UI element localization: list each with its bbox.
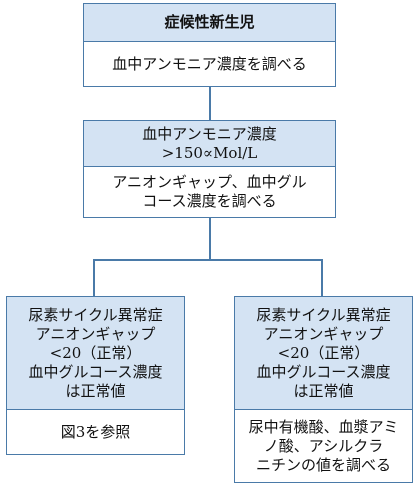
box-left-body-text: 図3を参照	[60, 422, 131, 441]
box-right-body-line-2: ノ酸、アシルクラ	[263, 436, 384, 455]
connector-2-branch-vertical	[209, 218, 211, 260]
box2-header-line-1: 血中アンモニア濃度	[142, 124, 277, 143]
box-right-header-line-1: 尿素サイクル異常症	[256, 305, 391, 324]
box1-body-text: 血中アンモニア濃度を調べる	[112, 54, 307, 73]
box-left-body: 図3を参照	[6, 409, 185, 455]
box2-body-line-1: アニオンギャップ、血中グル	[112, 173, 307, 191]
connector-1-2	[209, 87, 211, 120]
box-left-header-line-2: アニオンギャップ	[35, 324, 156, 343]
box-right-header-line-4: 血中グルコース濃度	[256, 362, 391, 381]
box-left-header-line-3: <20（正常）	[49, 343, 142, 362]
box1-header-text: 症候性新生児	[164, 13, 255, 31]
box2-header-line-2: >150∝Mol/L	[161, 143, 258, 162]
box-left-header-line-4: 血中グルコース濃度	[28, 362, 163, 381]
connector-branch-right	[321, 259, 323, 296]
box-left-header: 尿素サイクル異常症 アニオンギャップ <20（正常） 血中グルコース濃度 は正常…	[6, 296, 185, 410]
box-right-body-line-3: ニチンの値を調べる	[255, 455, 391, 474]
box-right-header: 尿素サイクル異常症 アニオンギャップ <20（正常） 血中グルコース濃度 は正常…	[234, 296, 413, 410]
box2-body: アニオンギャップ、血中グル コース濃度を調べる	[83, 166, 336, 218]
connector-branch-horizontal	[93, 259, 323, 261]
box-right-header-line-3: <20（正常）	[277, 343, 370, 362]
box-right-body: 尿中有機酸、血漿アミ ノ酸、アシルクラ ニチンの値を調べる	[234, 409, 413, 483]
box-right-header-line-2: アニオンギャップ	[263, 324, 384, 343]
box-left-header-line-5: は正常値	[65, 381, 126, 400]
box2-body-line-2: コース濃度を調べる	[142, 192, 277, 210]
box2-header: 血中アンモニア濃度 >150∝Mol/L	[83, 120, 336, 167]
box-right-header-line-5: は正常値	[293, 381, 354, 400]
box-right-body-line-1: 尿中有機酸、血漿アミ	[248, 417, 399, 436]
connector-branch-left	[93, 259, 95, 296]
box1-body: 血中アンモニア濃度を調べる	[83, 41, 336, 87]
box-left-header-line-1: 尿素サイクル異常症	[28, 305, 163, 324]
box1-header: 症候性新生児	[83, 3, 336, 42]
